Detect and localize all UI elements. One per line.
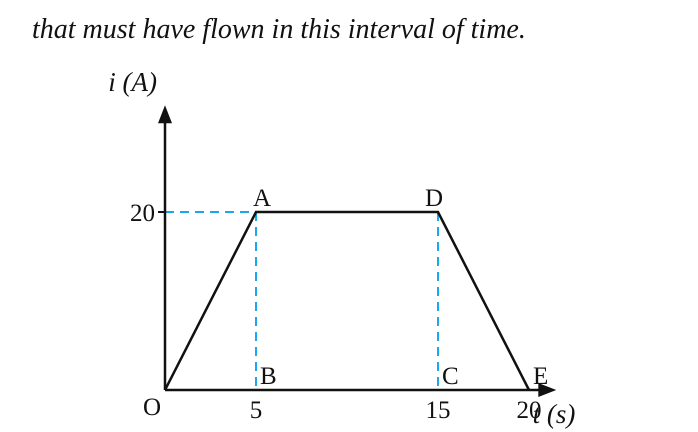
x-tick-label: 5 [250,397,263,424]
caption-text: that must have flown in this interval of… [32,14,526,45]
x-axis-arrow [538,383,557,397]
origin-label: O [143,394,161,421]
point-label-d: D [425,185,443,212]
y-axis-label: i (A) [108,67,157,97]
y-tick-label: 20 [130,200,155,227]
y-axis-arrow [158,105,172,124]
point-label-e: E [533,363,548,390]
x-tick-label: 20 [517,397,542,424]
point-label-a: A [253,185,271,212]
x-tick-label: 15 [426,397,451,424]
point-label-b: B [260,363,277,390]
series-line [163,210,531,391]
point-label-c: C [442,363,459,390]
x-axis-label: t (s) [533,399,576,429]
